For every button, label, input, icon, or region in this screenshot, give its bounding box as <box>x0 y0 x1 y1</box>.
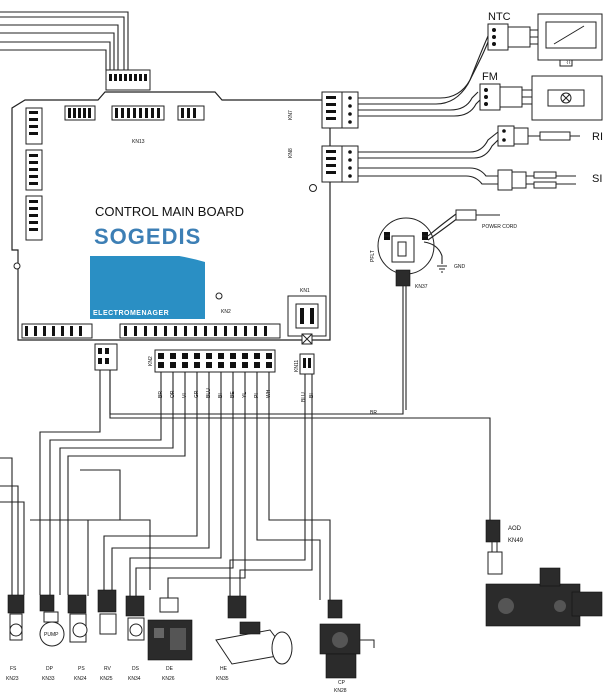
br-wire-label: BR <box>370 410 377 416</box>
svg-text:⌇⌇: ⌇⌇ <box>566 60 571 66</box>
kn7-plug-pins <box>348 96 352 178</box>
ntc-label: NTC <box>488 11 511 23</box>
de-label: DE <box>166 666 174 672</box>
power-cord-label: POWER CORD <box>482 224 517 230</box>
component-dp: PUMP <box>39 594 65 647</box>
fs-label: FS <box>10 666 17 672</box>
connector-kn7 <box>321 91 343 129</box>
kn26-label: KN26 <box>162 676 175 682</box>
kn1-label: KN1 <box>300 288 310 294</box>
connector-kn8 <box>321 145 343 183</box>
kn13-label: KN13 <box>132 139 145 145</box>
bottom-component-labels: FS KN23 DP KN33 PS KN24 RV KN25 DS KN34 … <box>6 666 347 694</box>
component-fs <box>7 594 25 641</box>
connector-left-bottom <box>94 343 118 371</box>
component-he <box>215 595 293 665</box>
kn49-label: KN49 <box>508 538 524 544</box>
component-rv <box>97 589 117 635</box>
kn35-label: KN35 <box>216 676 229 682</box>
kn24-label: KN24 <box>74 676 87 682</box>
fm-flowmeter <box>479 75 603 121</box>
cp-label: CP <box>338 680 346 686</box>
kn2-vertical-label: KN2 <box>148 356 154 366</box>
he-label: HE <box>220 666 228 672</box>
kn2-board-label: KN2 <box>221 309 231 315</box>
connector-kn2 <box>154 349 276 373</box>
ps-label: PS <box>78 666 85 672</box>
kn28-label: KN28 <box>334 688 347 694</box>
aod-label: AOD <box>508 526 522 532</box>
left-edge-headers <box>25 107 43 241</box>
fm-label: FM <box>482 71 498 83</box>
ds-label: DS <box>132 666 140 672</box>
connector-kn13 <box>105 69 151 91</box>
logo-wordmark: SOGEDIS <box>94 224 201 249</box>
right-wire-bundle <box>358 35 499 185</box>
dp-label: DP <box>46 666 54 672</box>
kn11-label: KN11 <box>294 360 300 372</box>
rv-label: RV <box>104 666 112 672</box>
si-label: SI <box>592 173 602 185</box>
top-edge-headers <box>64 105 205 121</box>
br-wire <box>109 370 491 520</box>
kn25-label: KN25 <box>100 676 113 682</box>
aod-device <box>485 519 603 627</box>
gnd-label: GND <box>454 264 466 270</box>
component-ds <box>125 595 145 641</box>
kn8-label: KN8 <box>288 148 294 158</box>
pump-label: PUMP <box>44 632 59 638</box>
logo-subtitle: ELECTROMENAGER <box>93 310 169 317</box>
kn34-label: KN34 <box>128 676 141 682</box>
ntc-sensor: ⌇⌇ <box>487 13 603 67</box>
kn8-plug <box>341 145 359 183</box>
ri-resistor <box>497 125 580 147</box>
sogedis-logo: SOGEDIS ELECTROMENAGER <box>90 218 205 319</box>
component-de <box>147 597 193 661</box>
kn33-label: KN33 <box>42 676 55 682</box>
kn2-wire-labels: BR OR VI GR BLU BI BE YL PI WH BLU BI <box>158 388 315 402</box>
bottom-edge-headers <box>21 323 281 339</box>
component-cp <box>319 599 375 679</box>
kn23-label: KN23 <box>6 676 19 682</box>
kn37-label: KN37 <box>415 284 428 290</box>
connector-kn1 <box>287 295 327 345</box>
connector-kn11 <box>299 353 315 375</box>
top-left-wire-bundle <box>0 11 129 70</box>
bottom-wire-harness <box>0 370 331 600</box>
kn11-wire-blu: BLU <box>301 392 307 402</box>
kn7-label: KN7 <box>288 110 294 120</box>
pflt-label: PFLT <box>370 250 376 262</box>
ri-label: RI <box>592 131 603 143</box>
component-ps <box>67 594 88 643</box>
board-title: CONTROL MAIN BOARD <box>95 204 244 219</box>
si-sensor <box>497 169 576 191</box>
